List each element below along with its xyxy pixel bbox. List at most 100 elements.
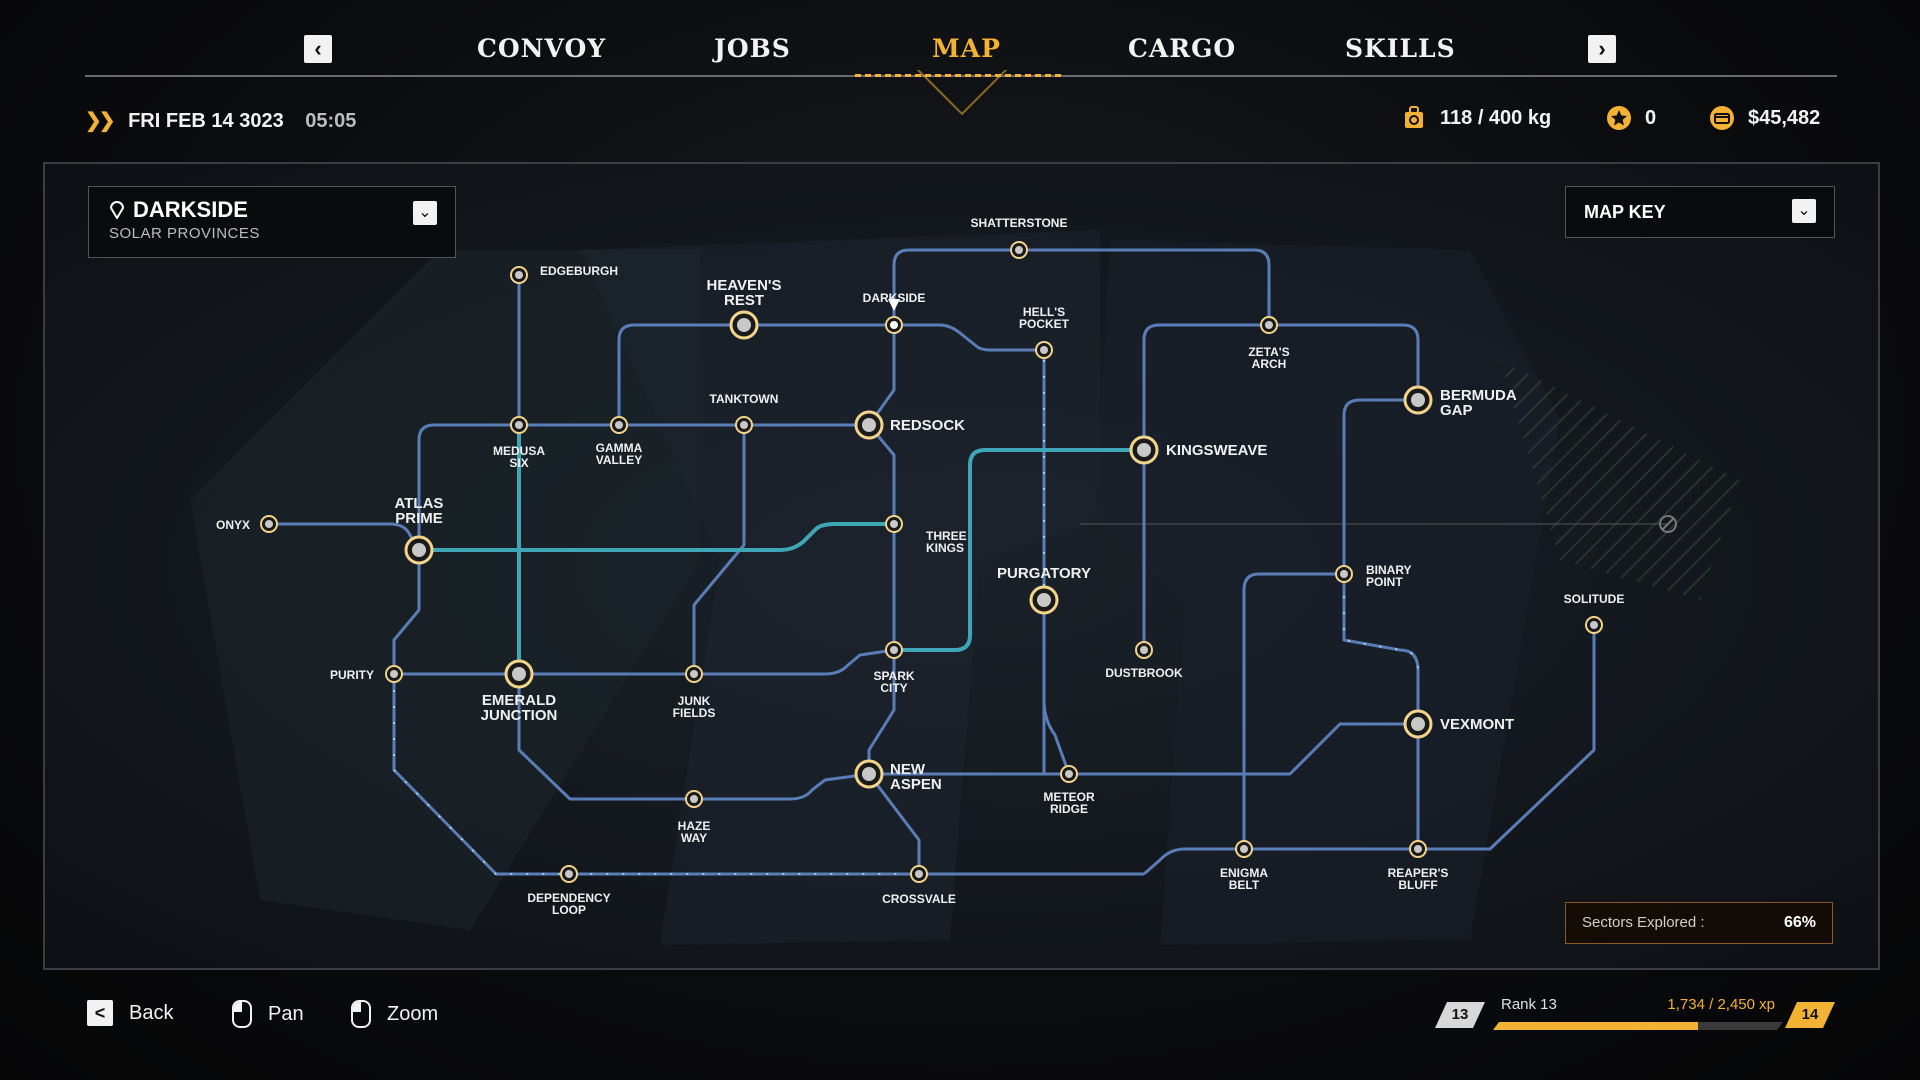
chevron-left-icon[interactable]: ‹ — [304, 35, 332, 63]
chevron-down-icon[interactable]: ⌄ — [1792, 199, 1816, 223]
chevron-right-icon[interactable]: › — [1588, 35, 1616, 63]
stars: 0 — [1607, 106, 1656, 130]
node-core — [515, 271, 523, 279]
map-key-label: MAP KEY — [1584, 202, 1666, 222]
rank-xp-fill — [1493, 1022, 1698, 1030]
tab-cargo[interactable]: CARGO — [1128, 34, 1237, 63]
map-node-label: KINGSWEAVE — [1166, 442, 1267, 459]
route-line — [617, 323, 1044, 425]
map-node-label-line: THREE — [926, 529, 967, 543]
node-core — [1414, 845, 1422, 853]
map-node-label: EDGEBURGH — [540, 264, 618, 278]
map-node-label-line: CITY — [880, 681, 907, 695]
rank-label: Rank 13 — [1501, 996, 1557, 1013]
chevron-down-icon[interactable]: ⌄ — [413, 201, 437, 225]
map-node-label-line: MEDUSA — [493, 444, 545, 458]
node-core — [862, 418, 876, 432]
node-core — [1137, 443, 1151, 457]
node-core — [1015, 246, 1023, 254]
money: $45,482 — [1710, 106, 1820, 130]
map-node-tanktown[interactable]: TANKTOWN — [710, 392, 779, 434]
map-node-label-line: FIELDS — [673, 706, 716, 720]
map-node-crossvale[interactable]: CROSSVALE — [882, 865, 956, 906]
map-node-label-line: DEPENDENCY — [527, 891, 610, 905]
map-node-edgeburgh[interactable]: EDGEBURGH — [510, 264, 618, 284]
tab-convoy[interactable]: CONVOY — [477, 34, 607, 63]
control-back[interactable]: < Back — [87, 1000, 173, 1026]
node-core — [740, 421, 748, 429]
map-node-label-line: DARKSIDE — [863, 291, 926, 305]
node-core — [862, 767, 876, 781]
map-node-label: TANKTOWN — [710, 392, 779, 406]
map-node-purity[interactable]: PURITY — [330, 665, 403, 683]
map-node-label-line: KINGSWEAVE — [1166, 442, 1267, 459]
back-key-icon: < — [87, 1000, 113, 1026]
tab-skills[interactable]: SKILLS — [1345, 34, 1456, 63]
map-node-darkside[interactable]: DARKSIDE — [863, 291, 926, 334]
date-time: ❯❯ FRI FEB 14 3023 05:05 — [85, 108, 356, 138]
tab-jobs[interactable]: JOBS — [714, 34, 791, 63]
mouse-scroll-icon — [351, 1000, 371, 1028]
map-node-label-line: EMERALD — [482, 692, 556, 709]
map-node-shatterstone[interactable]: SHATTERSTONE — [971, 216, 1068, 259]
map-node-vexmont[interactable]: VEXMONT — [1403, 709, 1514, 739]
route-dotted-path — [1343, 580, 1419, 671]
control-back-label: Back — [129, 1001, 174, 1024]
map-node-label-line: BLUFF — [1398, 878, 1437, 892]
tab-map[interactable]: MAP — [932, 34, 1001, 63]
map-node-label-line: GAP — [1440, 402, 1473, 419]
map-node-kingsweave[interactable]: KINGSWEAVE — [1129, 435, 1267, 465]
rank-next-badge: 14 — [1785, 1002, 1835, 1028]
node-core — [915, 870, 923, 878]
map-node-redsock[interactable]: REDSOCK — [854, 410, 965, 440]
map-node-onyx[interactable]: ONYX — [216, 515, 278, 533]
money-value: $45,482 — [1748, 106, 1821, 129]
map-node-label-line: ATLAS — [395, 495, 444, 512]
map-node-label-line: SIX — [509, 456, 528, 470]
region-west — [190, 250, 700, 930]
map-node-dustbrook[interactable]: DUSTBROOK — [1105, 641, 1183, 680]
map-node-label-line: BINARY — [1366, 563, 1412, 577]
node-core — [1140, 646, 1148, 654]
node-core — [890, 520, 898, 528]
route-line — [1142, 323, 1420, 450]
region-selector[interactable]: DARKSIDE SOLAR PROVINCES ⌄ — [88, 186, 456, 258]
map-node-label: SHATTERSTONE — [971, 216, 1068, 230]
route-line — [1143, 625, 1596, 876]
map-node-label: ONYX — [216, 518, 250, 532]
map-node-label-line: PURITY — [330, 668, 374, 682]
chevron-double-right-icon: ❯❯ — [85, 110, 115, 132]
node-core — [890, 646, 898, 654]
map-node-purgatory[interactable]: PURGATORY — [997, 565, 1091, 615]
map-key-dropdown[interactable]: MAP KEY ⌄ — [1565, 186, 1835, 238]
map-node-solitude[interactable]: SOLITUDE — [1564, 592, 1625, 634]
sectors-label: Sectors Explored : — [1582, 914, 1705, 931]
node-core — [615, 421, 623, 429]
coin-icon — [1710, 106, 1734, 130]
